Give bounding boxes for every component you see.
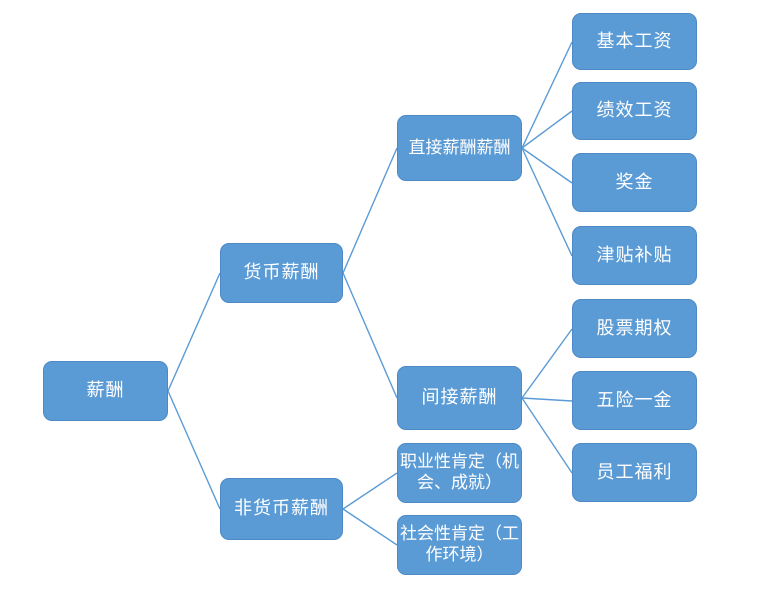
node-allowance-label: 津贴补贴 xyxy=(596,244,673,266)
node-allowance: 津贴补贴 xyxy=(572,226,697,285)
connector-direct-base-salary xyxy=(521,41,573,149)
connector-root-monetary xyxy=(167,272,221,392)
node-indirect: 间接薪酬 xyxy=(397,366,522,430)
node-monetary-label: 货币薪酬 xyxy=(243,262,320,284)
node-professional: 职业性肯定（机会、成就） xyxy=(397,443,522,503)
connector-direct-performance-salary xyxy=(521,110,573,149)
node-performance-salary-label: 绩效工资 xyxy=(596,100,673,122)
node-monetary: 货币薪酬 xyxy=(220,243,343,303)
connector-direct-bonus xyxy=(521,147,573,184)
connector-monetary-indirect xyxy=(342,272,398,399)
node-root: 薪酬 xyxy=(43,361,168,421)
connector-root-non-monetary xyxy=(167,390,221,510)
node-direct: 直接薪酬薪酬 xyxy=(397,115,522,181)
connector-indirect-employee-welfare xyxy=(521,397,573,474)
connector-non-monetary-social xyxy=(342,508,398,546)
node-direct-label: 直接薪酬薪酬 xyxy=(408,137,511,158)
node-five-insurances-label: 五险一金 xyxy=(596,389,673,411)
node-performance-salary: 绩效工资 xyxy=(572,82,697,140)
node-root-label: 薪酬 xyxy=(86,380,125,402)
node-base-salary-label: 基本工资 xyxy=(596,30,673,52)
node-five-insurances: 五险一金 xyxy=(572,371,697,430)
node-stock-options-label: 股票期权 xyxy=(596,317,673,339)
connector-monetary-direct xyxy=(342,147,398,274)
node-non-monetary: 非货币薪酬 xyxy=(220,478,343,540)
node-employee-welfare: 员工福利 xyxy=(572,443,697,502)
connector-indirect-five-insurances xyxy=(521,397,573,402)
node-employee-welfare-label: 员工福利 xyxy=(596,461,673,483)
node-social: 社会性肯定（工作环境） xyxy=(397,515,522,575)
node-non-monetary-label: 非货币薪酬 xyxy=(234,498,329,520)
node-bonus-label: 奖金 xyxy=(615,171,654,193)
node-bonus: 奖金 xyxy=(572,153,697,212)
node-stock-options: 股票期权 xyxy=(572,299,697,358)
connector-indirect-stock-options xyxy=(521,328,573,399)
node-professional-label: 职业性肯定（机会、成就） xyxy=(400,452,519,493)
node-base-salary: 基本工资 xyxy=(572,13,697,70)
connector-non-monetary-professional xyxy=(342,472,398,510)
connector-direct-allowance xyxy=(521,147,573,257)
node-indirect-label: 间接薪酬 xyxy=(421,387,498,409)
node-social-label: 社会性肯定（工作环境） xyxy=(400,524,519,565)
